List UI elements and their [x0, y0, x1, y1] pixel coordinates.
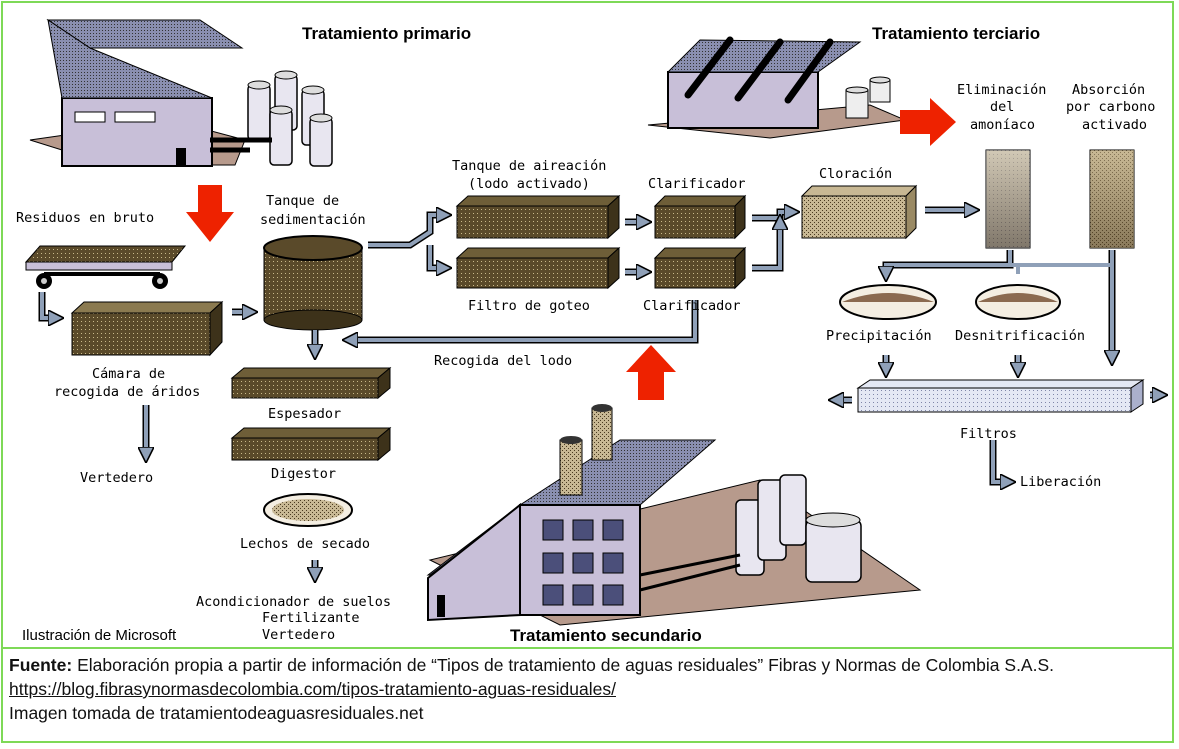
wastewater-treatment-diagram: Tratamiento primario Tratamiento terciar…: [16, 18, 1179, 645]
label-carbon-3: activado: [1082, 117, 1147, 133]
label-clarifier-top: Clarificador: [648, 176, 746, 192]
title-primary: Tratamiento primario: [302, 24, 471, 43]
raw-waste-cart: [24, 245, 187, 289]
source-label: Fuente:: [9, 655, 73, 675]
tertiary-plant-illustration: [647, 36, 907, 139]
label-raw-waste: Residuos en bruto: [16, 210, 154, 226]
label-precipitation: Precipitación: [826, 328, 932, 344]
precipitation-basin: [839, 284, 937, 320]
digester-tank: [230, 426, 392, 462]
label-aeration-1: Tanque de aireación: [452, 158, 606, 174]
flow-lines: [40, 210, 1160, 575]
flow-sludge-return: [350, 300, 697, 340]
label-drying-beds: Lechos de secado: [240, 536, 370, 552]
label-ammonia-1: Eliminación: [957, 82, 1046, 98]
label-landfill: Vertedero: [80, 470, 153, 486]
ammonia-removal-column: [985, 149, 1031, 249]
label-digester: Digestor: [271, 466, 336, 482]
thickener-tank: [230, 366, 392, 400]
label-ammonia-3: amoníaco: [970, 117, 1035, 133]
label-release: Liberación: [1020, 474, 1101, 490]
flow-clarifier2-merge: [752, 222, 780, 270]
clarifier-bottom-tank: [653, 246, 747, 290]
label-carbon-2: por carbono: [1066, 99, 1155, 115]
label-grit-2: recogida de áridos: [54, 384, 200, 400]
label-soil-1: Acondicionador de suelos: [196, 594, 391, 610]
title-secondary: Tratamiento secundario: [510, 626, 702, 645]
figure-caption: Fuente: Elaboración propia a partir de i…: [9, 653, 1169, 725]
label-sedimentation-1: Tanque de: [266, 193, 339, 209]
label-soil-3: Vertedero: [262, 627, 335, 643]
label-chlorination: Cloración: [819, 166, 892, 182]
aeration-tank: [455, 194, 621, 240]
tertiary-right-arrow: [900, 98, 956, 146]
secondary-plant-illustration: [426, 404, 922, 626]
flow-to-precipitation: [886, 250, 1012, 274]
process-units: [24, 149, 1145, 527]
clarifier-top-tank: [653, 194, 747, 240]
trickling-filter-tank: [455, 246, 621, 290]
caption-divider: [2, 647, 1173, 649]
carbon-absorption-column: [1089, 149, 1135, 249]
label-carbon-1: Absorción: [1072, 82, 1145, 98]
source-text: Elaboración propia a partir de informaci…: [77, 655, 1054, 675]
label-filters: Filtros: [960, 426, 1017, 442]
label-denitrification: Desnitrificación: [955, 328, 1085, 344]
primary-plant-illustration: [29, 18, 333, 167]
label-sludge-collection: Recogida del lodo: [434, 353, 572, 369]
primary-down-arrow: [186, 185, 234, 242]
flow-sed-to-trickling: [428, 245, 444, 268]
label-grit-1: Cámara de: [92, 366, 165, 382]
credit-microsoft: Ilustración de Microsoft: [22, 627, 177, 644]
denitrification-basin: [975, 284, 1061, 320]
label-clarifier-bottom: Clarificador: [643, 298, 741, 314]
label-ammonia-2: del: [990, 99, 1014, 115]
label-aeration-2: (lodo activado): [468, 176, 590, 192]
chlorination-tank: [800, 184, 918, 240]
label-thickener: Espesador: [268, 406, 341, 422]
filters-bed: [856, 379, 1145, 413]
flow-raw-to-grit: [40, 292, 56, 318]
image-credit: Imagen tomada de tratamientodeaguasresid…: [9, 703, 424, 723]
secondary-up-arrow: [626, 345, 676, 400]
sedimentation-tank: [263, 235, 363, 331]
source-url-link[interactable]: https://blog.fibrasynormasdecolombia.com…: [9, 679, 616, 699]
grit-chamber-tank: [70, 300, 224, 357]
red-flow-arrows: [186, 98, 956, 400]
label-sedimentation-2: sedimentación: [260, 212, 366, 228]
label-trickling-filter: Filtro de goteo: [468, 298, 590, 314]
label-soil-2: Fertilizante: [262, 610, 360, 626]
flow-filters-to-release: [991, 440, 1008, 482]
drying-bed: [263, 493, 353, 527]
title-tertiary: Tratamiento terciario: [872, 24, 1040, 43]
flow-sed-to-aeration: [368, 215, 444, 247]
